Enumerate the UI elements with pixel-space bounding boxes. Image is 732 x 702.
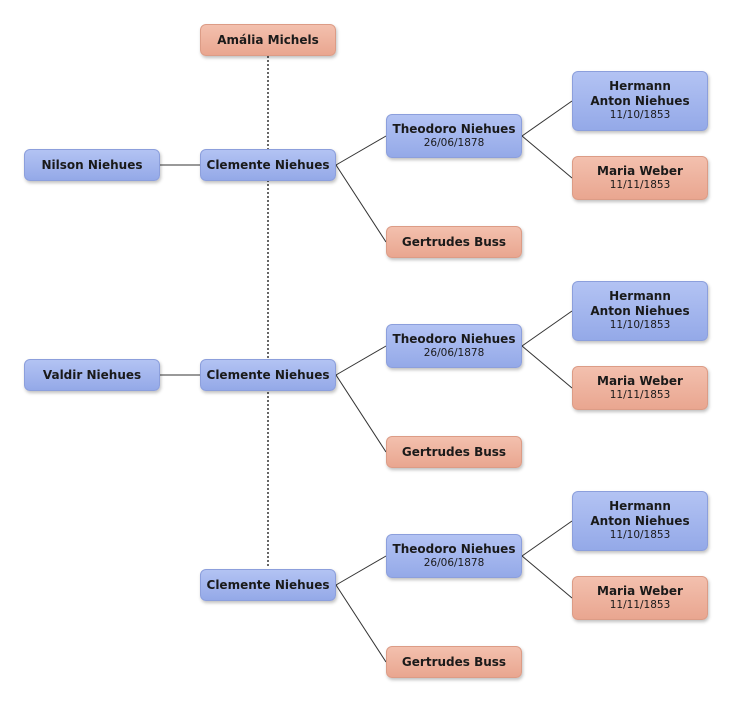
node-name: Clemente Niehues xyxy=(206,577,330,592)
node-gertrudes-buss-2[interactable]: Gertrudes Buss xyxy=(386,436,522,468)
node-maria-weber-1[interactable]: Maria Weber 11/11/1853 xyxy=(572,156,708,200)
connector-b3-grandfather xyxy=(521,520,573,557)
node-clemente-niehues-2[interactable]: Clemente Niehues xyxy=(200,359,336,391)
node-name: Valdir Niehues xyxy=(42,367,142,382)
connector-b3-father xyxy=(335,555,387,586)
node-name: Hermann Anton Niehues xyxy=(590,499,690,529)
node-date: 26/06/1878 xyxy=(423,136,485,149)
node-clemente-niehues-3[interactable]: Clemente Niehues xyxy=(200,569,336,601)
connector-b2-grandmother xyxy=(521,345,573,389)
node-name: Theodoro Niehues xyxy=(392,121,516,136)
node-date: 26/06/1878 xyxy=(423,556,485,569)
connector-b3-mother xyxy=(335,584,387,663)
connector-b1-grandfather xyxy=(521,100,573,137)
node-name: Clemente Niehues xyxy=(206,367,330,382)
node-date: 11/10/1853 xyxy=(609,319,671,332)
connector-b3-grandmother xyxy=(521,555,573,599)
node-name: Theodoro Niehues xyxy=(392,541,516,556)
node-theodoro-niehues-2[interactable]: Theodoro Niehues 26/06/1878 xyxy=(386,324,522,368)
connector-b2-father xyxy=(335,345,387,376)
node-date: 26/06/1878 xyxy=(423,346,485,359)
node-hermann-anton-niehues-2[interactable]: Hermann Anton Niehues 11/10/1853 xyxy=(572,281,708,341)
connector-b2-grandfather xyxy=(521,310,573,347)
node-name: Maria Weber xyxy=(597,163,683,178)
node-date: 11/10/1853 xyxy=(609,109,671,122)
node-valdir-niehues[interactable]: Valdir Niehues xyxy=(24,359,160,391)
node-name: Gertrudes Buss xyxy=(401,444,507,459)
node-amalia-michels[interactable]: Amália Michels xyxy=(200,24,336,56)
node-name: Maria Weber xyxy=(597,373,683,388)
node-name: Maria Weber xyxy=(597,583,683,598)
connector-b1-grandmother xyxy=(521,135,573,179)
node-name: Gertrudes Buss xyxy=(401,234,507,249)
connector-b1-mother xyxy=(335,164,387,243)
node-gertrudes-buss-1[interactable]: Gertrudes Buss xyxy=(386,226,522,258)
node-nilson-niehues[interactable]: Nilson Niehues xyxy=(24,149,160,181)
node-maria-weber-3[interactable]: Maria Weber 11/11/1853 xyxy=(572,576,708,620)
node-theodoro-niehues-1[interactable]: Theodoro Niehues 26/06/1878 xyxy=(386,114,522,158)
node-maria-weber-2[interactable]: Maria Weber 11/11/1853 xyxy=(572,366,708,410)
node-date: 11/11/1853 xyxy=(609,388,671,401)
connector-b1-father xyxy=(335,135,387,166)
node-name: Clemente Niehues xyxy=(206,157,330,172)
node-clemente-niehues-1[interactable]: Clemente Niehues xyxy=(200,149,336,181)
node-name: Hermann Anton Niehues xyxy=(590,289,690,319)
node-theodoro-niehues-3[interactable]: Theodoro Niehues 26/06/1878 xyxy=(386,534,522,578)
node-name: Amália Michels xyxy=(217,32,319,47)
node-name: Nilson Niehues xyxy=(41,157,143,172)
node-date: 11/11/1853 xyxy=(609,598,671,611)
node-name: Hermann Anton Niehues xyxy=(590,79,690,109)
node-hermann-anton-niehues-3[interactable]: Hermann Anton Niehues 11/10/1853 xyxy=(572,491,708,551)
node-hermann-anton-niehues-1[interactable]: Hermann Anton Niehues 11/10/1853 xyxy=(572,71,708,131)
node-name: Theodoro Niehues xyxy=(392,331,516,346)
node-date: 11/11/1853 xyxy=(609,178,671,191)
node-gertrudes-buss-3[interactable]: Gertrudes Buss xyxy=(386,646,522,678)
node-date: 11/10/1853 xyxy=(609,529,671,542)
connector-b2-mother xyxy=(335,374,387,453)
node-name: Gertrudes Buss xyxy=(401,654,507,669)
